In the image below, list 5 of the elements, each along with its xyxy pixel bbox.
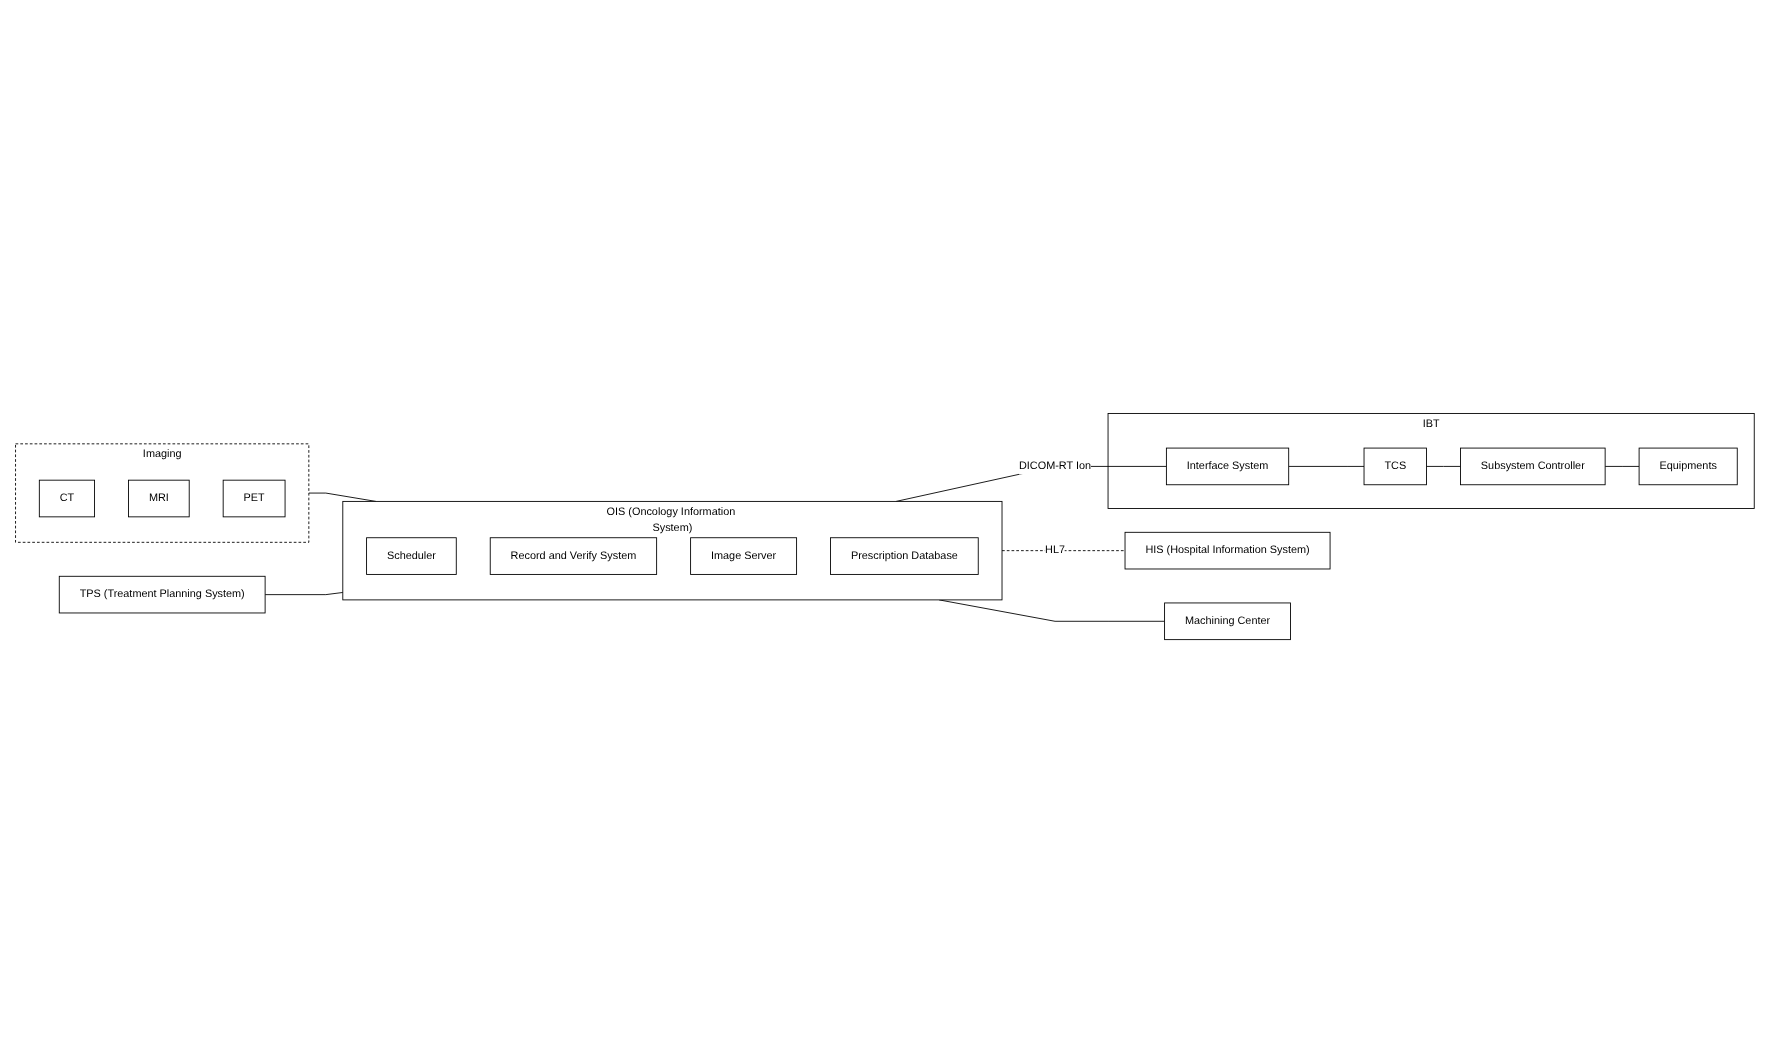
connector — [1426, 466, 1461, 468]
connector — [1001, 550, 1126, 552]
connector — [1604, 466, 1640, 468]
connector — [1288, 466, 1365, 468]
connector — [264, 592, 344, 596]
